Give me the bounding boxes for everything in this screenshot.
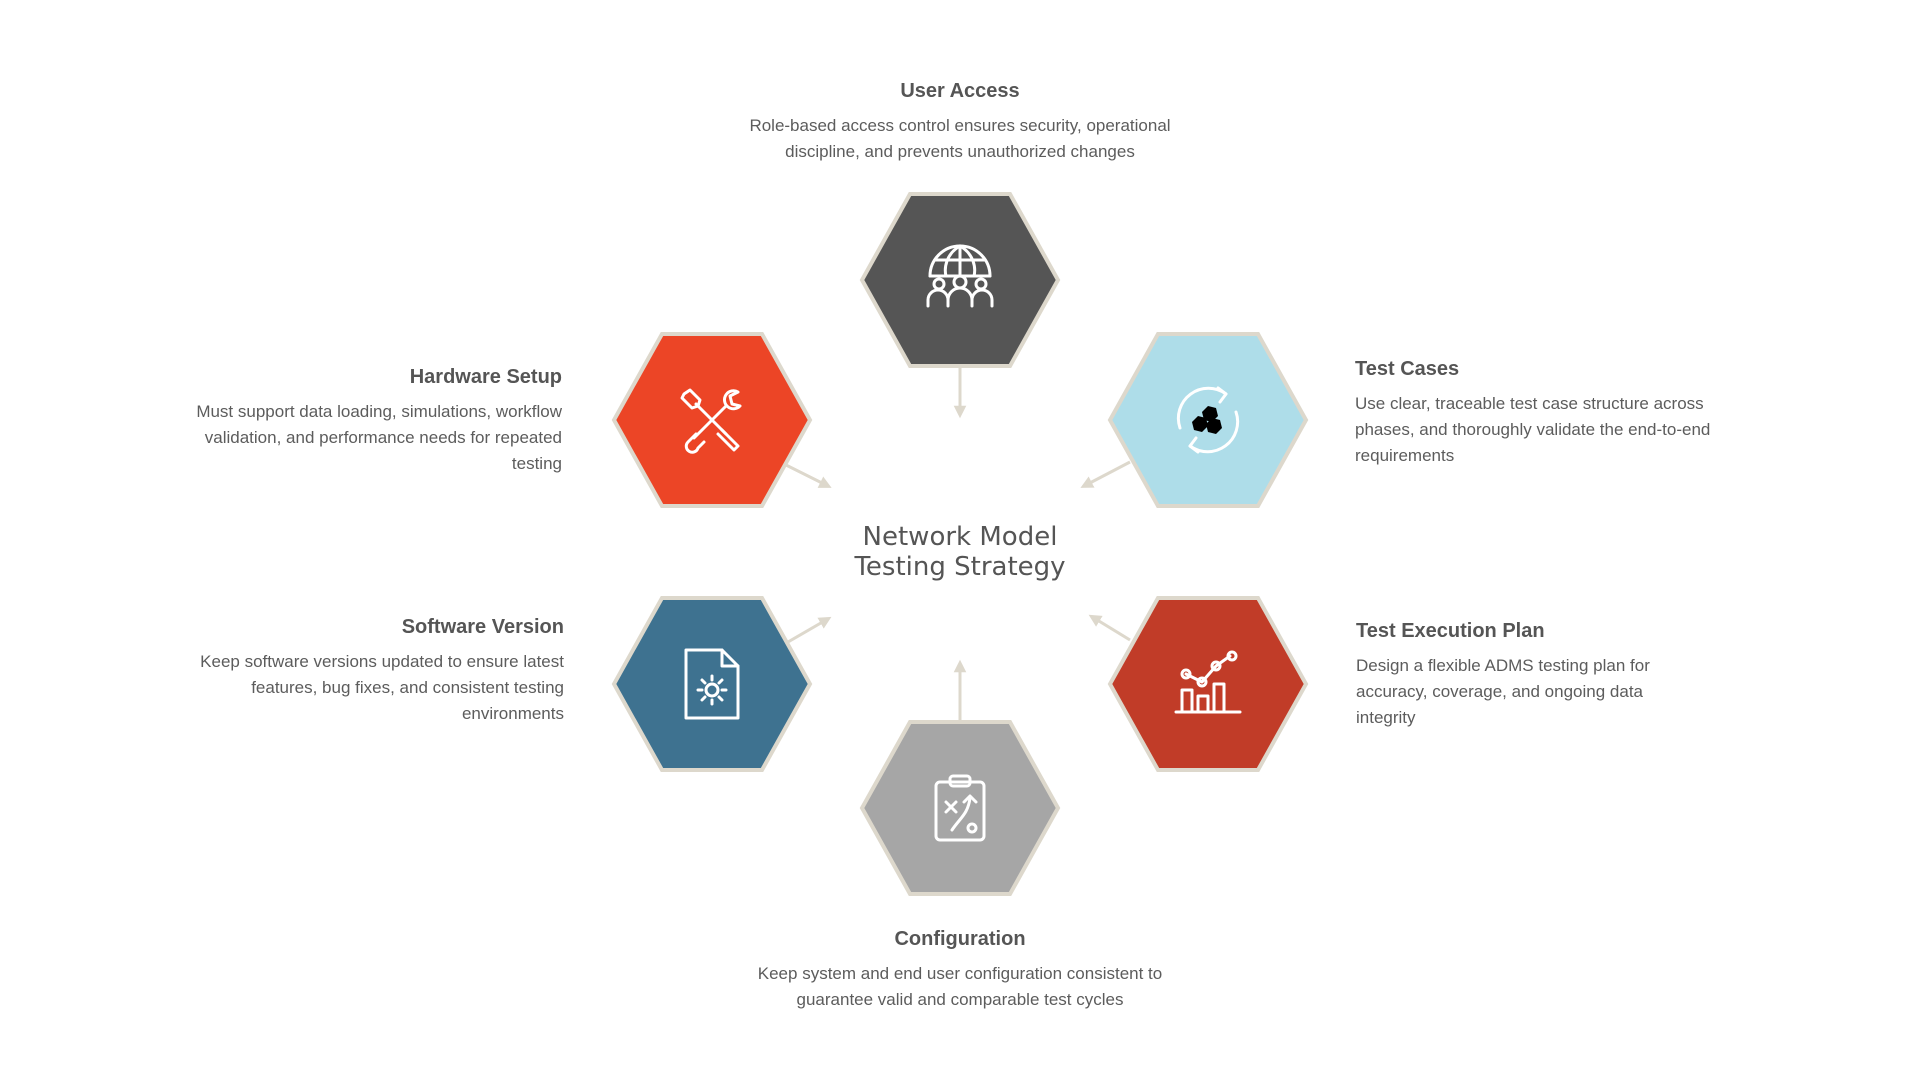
hex-test-cases [1107,332,1309,508]
node-description: Keep software versions updated to ensure… [200,652,564,723]
node-test-execution-text: Test Execution Plan Design a flexible AD… [1356,620,1706,731]
connector-arrows [783,368,1131,722]
node-title: Test Execution Plan [1356,620,1545,642]
hex-user-access [859,192,1061,368]
node-hardware-setup-text: Hardware Setup Must support data loading… [172,366,562,477]
node-description: Role-based access control ensures securi… [749,116,1171,161]
hex-configuration [859,720,1061,896]
tools-icon [680,388,742,454]
hex-shape [859,720,1061,896]
node-user-access-text: User Access Role-based access control en… [710,80,1210,165]
node-description: Keep system and end user configuration c… [757,964,1163,1009]
file-gear-icon [684,648,740,720]
node-description: Use clear, traceable test case structure… [1355,394,1711,465]
hex-software-version [611,596,813,772]
arrow-test-execution [1088,614,1131,642]
node-title: Configuration [894,928,1026,950]
arrow-hardware-setup [783,462,832,488]
node-title: User Access [900,80,1020,102]
refresh-hexagons-icon [1176,386,1240,454]
node-title: Hardware Setup [409,366,562,388]
hex-hardware-setup [611,332,813,508]
node-title: Test Cases [1355,358,1460,380]
arrow-test-cases [1080,460,1131,488]
node-description: Must support data loading, simulations, … [196,402,562,473]
node-configuration-text: Configuration Keep system and end user c… [720,928,1200,1013]
bar-chart-icon [1174,650,1242,714]
center-title-line1: Network Model [863,522,1058,552]
hex-shape [1107,596,1309,772]
globe-users-icon [926,244,994,308]
node-software-version-text: Software Version Keep software versions … [182,616,564,727]
node-description: Design a flexible ADMS testing plan for … [1356,656,1650,727]
hex-shape [859,192,1061,368]
center-title-line2: Testing Strategy [853,552,1065,582]
arrow-software-version [787,616,832,644]
node-test-cases-text: Test Cases Use clear, traceable test cas… [1355,358,1745,469]
node-title: Software Version [401,616,564,638]
hex-test-execution [1107,596,1309,772]
clipboard-strategy-icon [934,774,986,842]
